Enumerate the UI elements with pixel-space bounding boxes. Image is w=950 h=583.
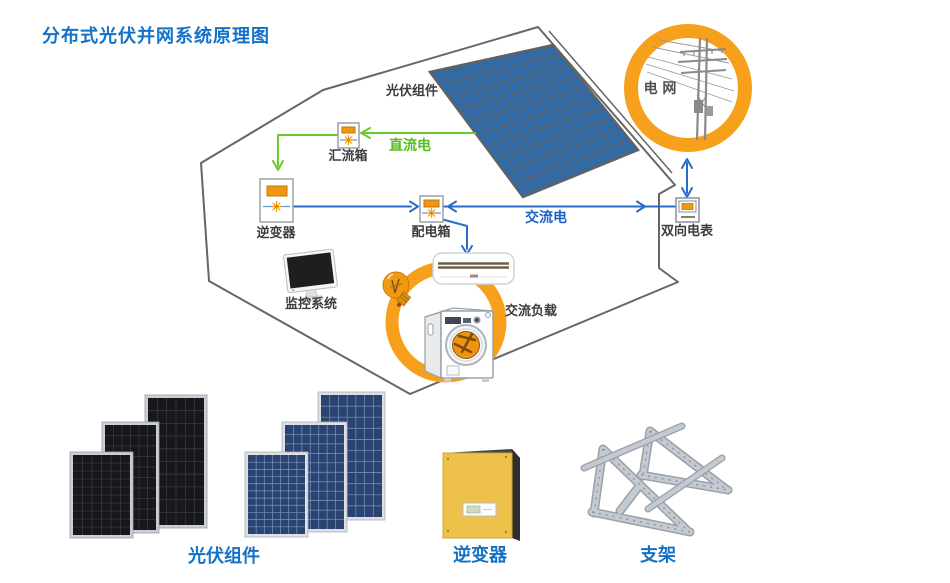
arrowhead-left-icon [447, 200, 457, 213]
product-pv-panels-black [69, 394, 208, 539]
arrowhead-right-icon [636, 200, 646, 213]
sun-icon [270, 200, 283, 213]
air-conditioner-icon [432, 252, 515, 285]
product-pv-module-label: 光伏组件 [187, 545, 260, 567]
roof-edge-line [548, 30, 673, 174]
sun-icon [426, 207, 437, 219]
ac-wire [293, 158, 693, 255]
combiner-box-label: 汇流箱 [328, 148, 367, 164]
product-bracket [580, 422, 733, 537]
meter-icon [675, 197, 700, 223]
dc-wire [272, 127, 476, 171]
power-grid-circle: 电 网 [624, 24, 752, 152]
distribution-box-icon [419, 195, 444, 223]
arrowhead-left-icon [360, 127, 371, 139]
meter-label: 双向电表 [661, 223, 714, 239]
ac-load-label: 交流负载 [505, 303, 557, 319]
arrowhead-up-icon [681, 158, 693, 169]
grid-label: 电 网 [644, 80, 677, 97]
arrowhead-down-icon [272, 160, 284, 171]
product-inverter-label: 逆变器 [453, 544, 508, 566]
sun-icon [343, 134, 354, 146]
page-title: 分布式光伏并网系统原理图 [42, 26, 270, 47]
product-inverter [442, 449, 520, 541]
pv-module-label: 光伏组件 [385, 83, 438, 99]
distribution-box-label: 配电箱 [411, 224, 450, 240]
monitoring-system-label: 监控系统 [285, 296, 337, 312]
monitor-icon [283, 248, 338, 303]
arrowhead-right-icon [409, 200, 419, 213]
utility-pole-icon [645, 37, 735, 141]
ac-power-label: 交流电 [525, 209, 567, 226]
product-pv-panels-blue [244, 391, 386, 538]
house-outline [200, 26, 679, 395]
washing-machine-icon [424, 307, 494, 382]
dc-power-label: 直流电 [389, 137, 431, 154]
product-bracket-label: 支架 [639, 544, 676, 566]
inverter-label: 逆变器 [256, 225, 296, 241]
arrowhead-down-icon [681, 187, 693, 198]
bracket-rails [580, 422, 726, 513]
rooftop-pv-panel-icon [427, 43, 641, 199]
inverter-icon [259, 178, 294, 223]
bracket-left-frame [587, 444, 695, 537]
combiner-box-icon [337, 122, 360, 149]
light-bulb-icon [382, 271, 412, 307]
